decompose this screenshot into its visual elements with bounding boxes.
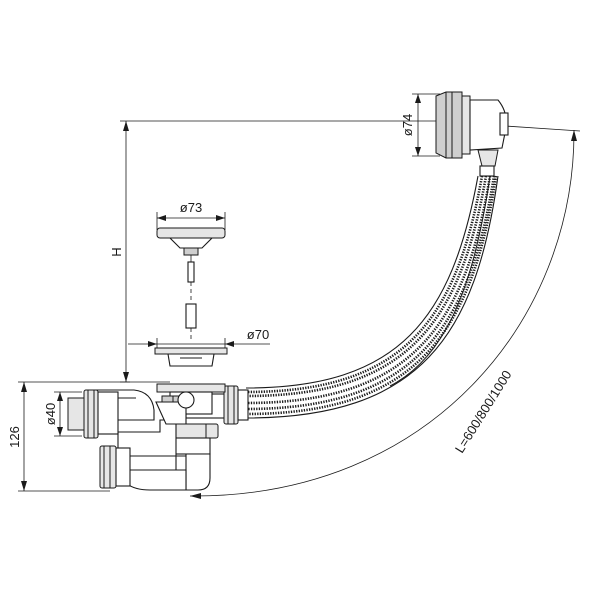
- dimension-126-label: 126: [7, 426, 22, 448]
- dimension-126: 126: [7, 381, 130, 492]
- strainer: ø70: [128, 327, 270, 367]
- dimension-d73-label: ø73: [180, 200, 202, 215]
- overflow-head: ø74: [400, 91, 509, 177]
- dimension-l-label: L=600/800/1000: [452, 368, 515, 456]
- dimension-l: L=600/800/1000: [189, 125, 581, 499]
- dimension-d74-label: ø74: [400, 114, 415, 136]
- dimension-d40: ø40: [43, 391, 82, 437]
- dimension-d70-label: ø70: [247, 327, 269, 342]
- waste-body: [67, 383, 249, 491]
- plug: ø73: [156, 200, 226, 340]
- dimension-h: H: [109, 120, 450, 383]
- dimension-h-label: H: [109, 247, 124, 256]
- dimension-d40-label: ø40: [43, 403, 58, 425]
- flexible-hose: [245, 175, 499, 419]
